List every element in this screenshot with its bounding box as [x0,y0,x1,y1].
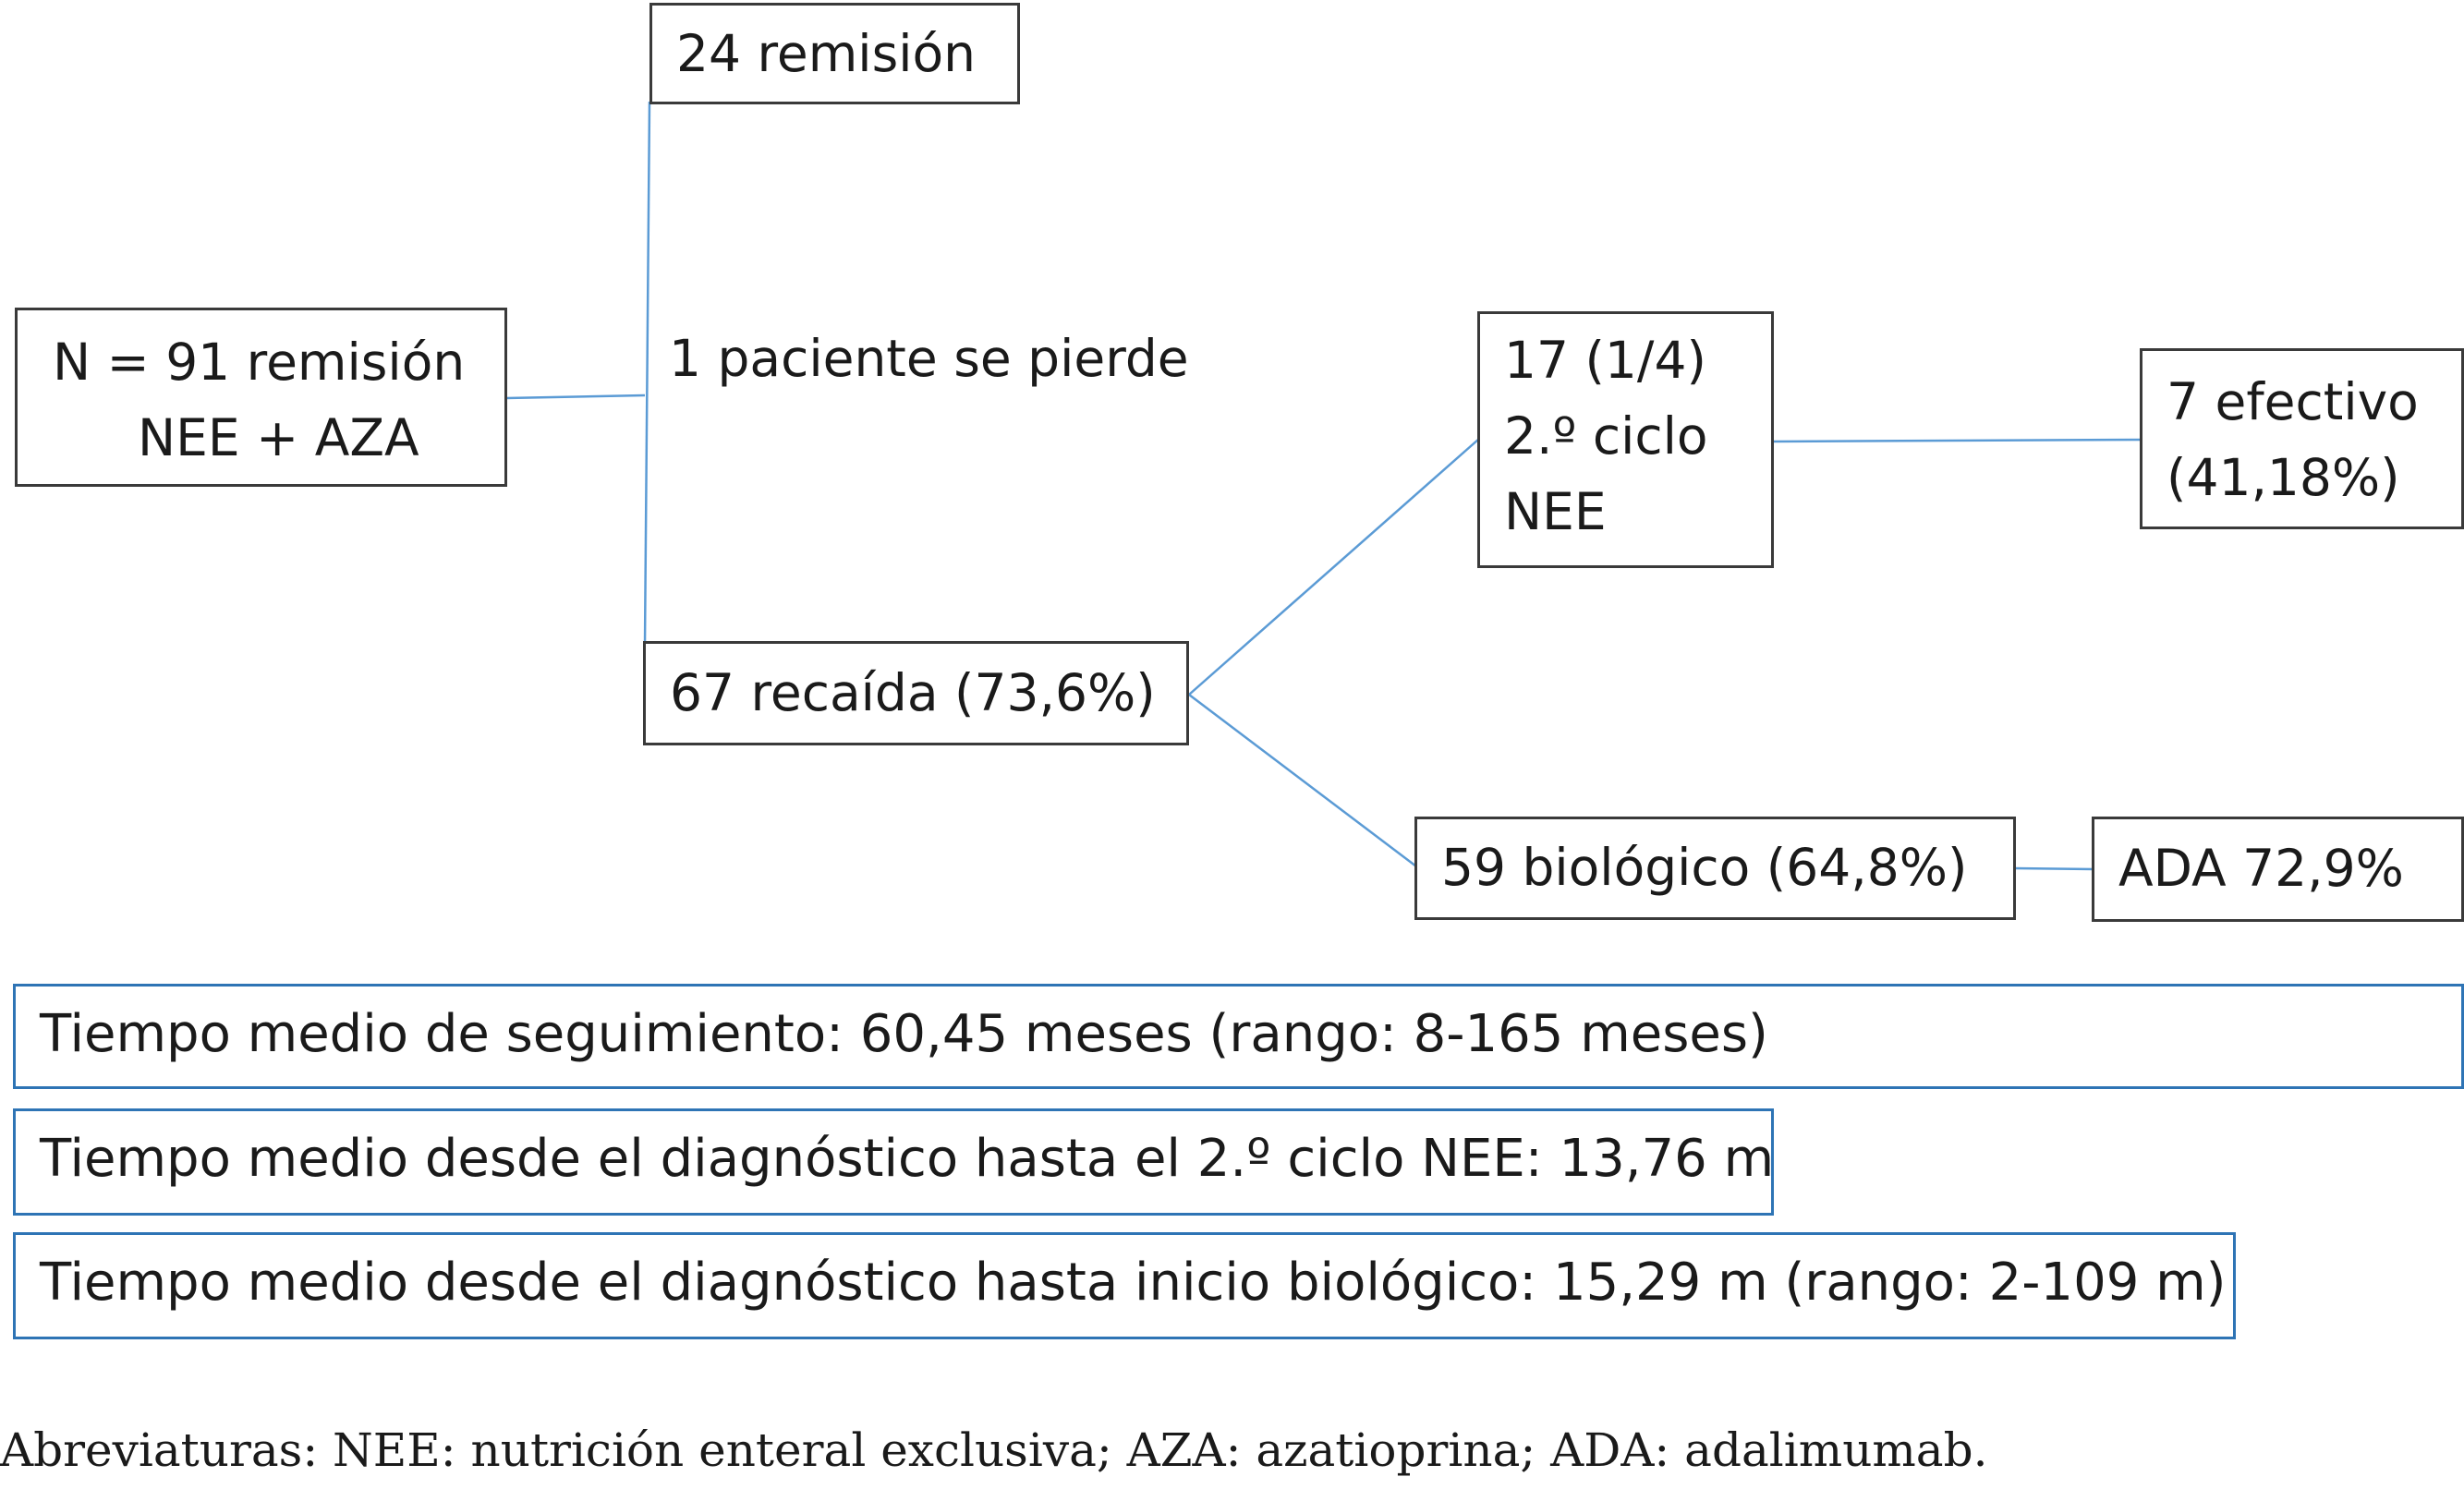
relapse-node: 67 recaída (73,6%) [643,641,1189,745]
second-cycle-line-3: NEE [1504,482,1607,541]
connector-trunk [643,101,651,646]
lost-patient-line-2: se pierde [953,329,1189,388]
effective-node: 7 efectivo (41,18%) [2140,348,2464,529]
second-cycle-line-2: 2.º ciclo [1504,406,1708,466]
biologic-node-text: 59 biológico (64,8%) [1441,838,1968,897]
info-box-follow-up-text: Tiempo medio de seguimiento: 60,45 meses… [40,1004,1768,1064]
connector-relapse-biologic [1188,694,1417,867]
ada-node-text: ADA 72,9% [2118,839,2404,898]
remission-node-text: 24 remisión [676,24,977,83]
effective-line-2: (41,18%) [2167,448,2400,507]
lost-patient-line-1: 1 paciente [669,329,938,388]
info-box-biologic-time: Tiempo medio desde el diagnóstico hasta … [13,1232,2236,1339]
info-box-biologic-time-text: Tiempo medio desde el diagnóstico hasta … [40,1253,2227,1313]
ada-node: ADA 72,9% [2092,817,2464,922]
info-box-follow-up: Tiempo medio de seguimiento: 60,45 meses… [13,984,2464,1089]
remission-node: 24 remisión [649,3,1020,104]
connector-second-cycle-effective [1771,438,2142,443]
connector-biologic-ada [2013,866,2094,871]
start-node-line-1: N = 91 remisión [53,333,466,392]
info-box-second-cycle-time-text: Tiempo medio desde el diagnóstico hasta … [40,1129,1775,1189]
info-box-second-cycle-time: Tiempo medio desde el diagnóstico hasta … [13,1108,1774,1216]
effective-line-1: 7 efectivo [2167,372,2419,431]
lost-patient-label: 1 paciente se pierde [669,321,1189,396]
second-cycle-node: 17 (1/4) 2.º ciclo NEE [1477,311,1774,568]
relapse-node-text: 67 recaída (73,6%) [670,663,1156,722]
abbreviations-footnote: Abreviaturas: NEE: nutrición enteral exc… [0,1423,1988,1477]
biologic-node: 59 biológico (64,8%) [1414,817,2016,920]
start-node-line-2: NEE + AZA [138,408,419,467]
connector-relapse-second-cycle [1188,438,1480,696]
start-node: N = 91 remisión NEE + AZA [15,308,507,487]
connector-start-trunk [505,393,646,400]
second-cycle-line-1: 17 (1/4) [1504,331,1706,390]
